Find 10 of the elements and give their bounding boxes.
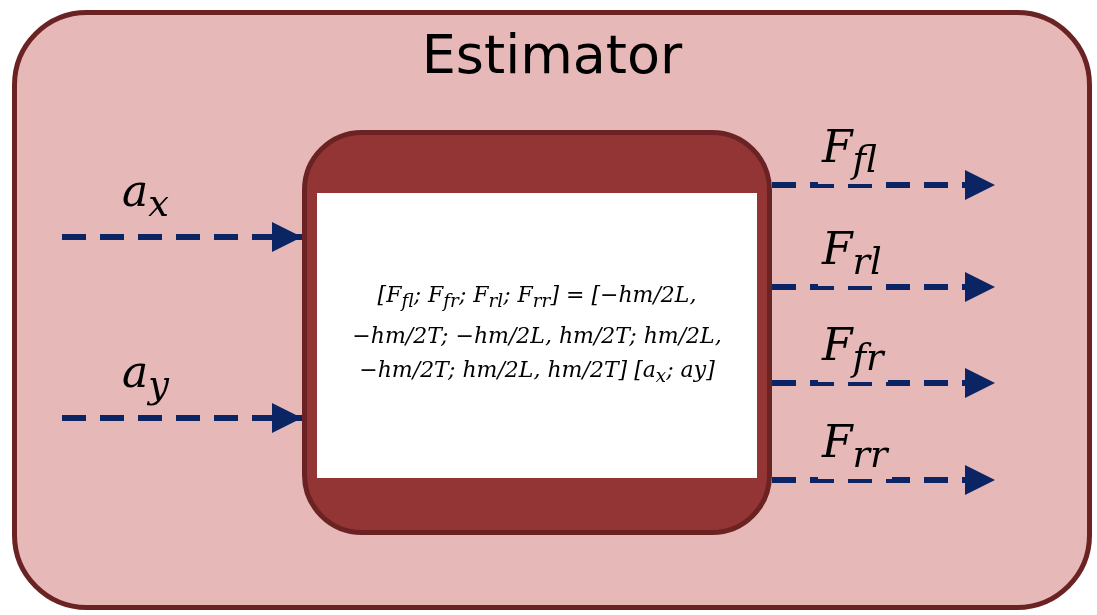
- dashed-arrow: [62, 222, 302, 252]
- dashed-arrow: [772, 368, 995, 398]
- dashed-arrow: [772, 272, 995, 302]
- box-title: Estimator: [420, 23, 684, 87]
- matrix-equation: [F$_{fl}$; F$_{fr}$; F$_{rl}$; F$_{rr}$] = [−hm/2L, −hm/2T; −hm/2L, hm/2T; hm/2L, −hm/2T; hm/2L, hm/2T] [a$_{x}$; ay]: [351, 281, 723, 388]
- estimator-box: [12, 10, 1092, 610]
- dashed-arrow: [62, 403, 302, 433]
- dashed-arrow: [772, 465, 995, 495]
- process-box: [302, 130, 772, 535]
- dashed-arrow: [772, 170, 995, 200]
